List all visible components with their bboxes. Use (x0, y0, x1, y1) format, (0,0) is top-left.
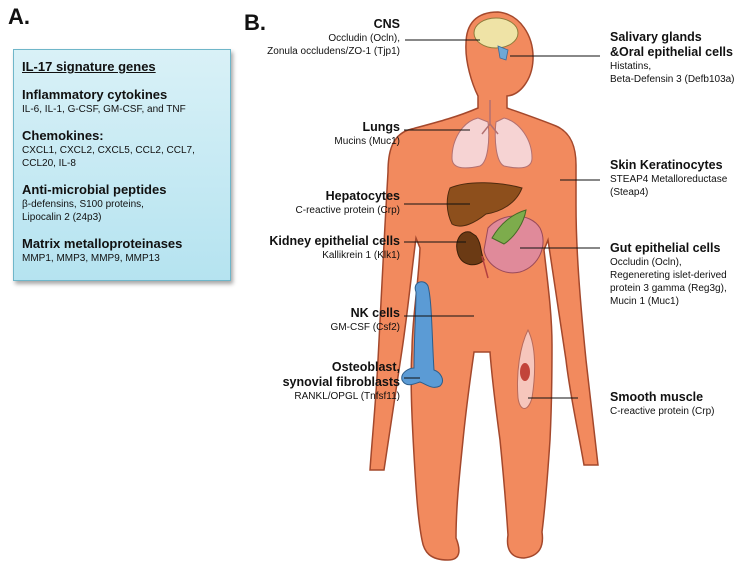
label-line: Occludin (Ocln), (610, 257, 682, 268)
label-heading: Gut epithelial cells (610, 241, 721, 255)
panel-b-letter: B. (244, 10, 266, 35)
label-line: GM-CSF (Csf2) (330, 322, 400, 333)
group-text-chemokines: CXCL1, CXCL2, CXCL5, CCL2, CCL7, CCL20, I… (22, 144, 222, 170)
label-lungs: Lungs Mucins (Muc1) (334, 120, 400, 148)
il17-signature-box: IL-17 signature genes Inflammatory cytok… (13, 49, 231, 281)
right-lung-shape (494, 117, 533, 169)
label-line: Zonula occludens/ZO-1 (Tjp1) (267, 46, 400, 57)
panel-a-letter: A. (8, 4, 30, 29)
liver-shape (446, 182, 523, 227)
group-line: CXCL1, CXCL2, CXCL5, CCL2, CCL7, (22, 145, 195, 156)
label-heading: Hepatocytes (325, 189, 400, 203)
group-text-peptides: β-defensins, S100 proteins, Lipocalin 2 (… (22, 198, 222, 224)
label-salivary: Salivary glands &Oral epithelial cells H… (610, 30, 735, 86)
label-line: C-reactive protein (Crp) (610, 406, 715, 417)
brain-stem (497, 45, 509, 61)
label-heading: Smooth muscle (610, 390, 704, 404)
group-heading-chemokines: Chemokines: (22, 128, 104, 143)
label-line: Mucin 1 (Muc1) (610, 296, 679, 307)
label-hepatocytes: Hepatocytes C-reactive protein (Crp) (296, 189, 400, 217)
label-heading: Skin Keratinocytes (610, 158, 723, 172)
femur-shape (401, 281, 443, 388)
label-smooth-muscle: Smooth muscle C-reactive protein (Crp) (610, 390, 714, 418)
leader-lines (404, 39, 600, 399)
label-heading: synovial fibroblasts (282, 375, 400, 389)
ureter-shape (481, 255, 489, 279)
label-heading: &Oral epithelial cells (610, 45, 733, 59)
label-kidney: Kidney epithelial cells Kallikrein 1 (Kl… (269, 234, 400, 262)
label-line: Mucins (Muc1) (334, 136, 400, 147)
trachea-shape (481, 100, 499, 135)
kidney-shape (456, 231, 485, 266)
signature-title: IL-17 signature genes (22, 59, 156, 74)
group-line: MMP1, MMP3, MMP9, MMP13 (22, 253, 160, 264)
brain-shape (473, 17, 519, 49)
group-heading-cytokines: Inflammatory cytokines (22, 87, 168, 102)
label-heading: Kidney epithelial cells (269, 234, 400, 248)
group-text-mmp: MMP1, MMP3, MMP9, MMP13 (22, 252, 222, 265)
group-line: β-defensins, S100 proteins, (22, 199, 144, 210)
label-gut: Gut epithelial cells Occludin (Ocln), Re… (610, 241, 727, 308)
label-line: C-reactive protein (Crp) (295, 205, 400, 216)
label-line: Kallikrein 1 (Klk1) (322, 250, 400, 261)
group-line: CCL20, IL-8 (22, 158, 76, 169)
label-osteoblast: Osteoblast, synovial fibroblasts RANKL/O… (283, 360, 400, 403)
label-skin: Skin Keratinocytes STEAP4 Metalloreducta… (610, 158, 727, 199)
label-line: Beta-Defensin 3 (Defb103a) (610, 74, 735, 85)
label-heading: Salivary glands (610, 30, 702, 44)
label-heading: CNS (373, 17, 400, 31)
label-line: (Steap4) (610, 187, 649, 198)
body-silhouette (369, 11, 599, 561)
label-cns: CNS Occludin (Ocln), Zonula occludens/ZO… (267, 17, 400, 58)
gallbladder-shape (491, 209, 527, 245)
label-heading: NK cells (350, 306, 400, 320)
muscle-nucleus (520, 363, 530, 381)
label-heading: Lungs (362, 120, 401, 134)
label-line: STEAP4 Metalloreductase (610, 174, 728, 185)
group-line: Lipocalin 2 (24p3) (22, 212, 102, 223)
group-heading-peptides: Anti-microbial peptides (22, 182, 167, 197)
label-line: Histatins, (610, 61, 652, 72)
label-line: RANKL/OPGL (Tnfsf11) (294, 391, 400, 402)
group-line: IL-6, IL-1, G-CSF, GM-CSF, and TNF (22, 104, 186, 115)
label-nk: NK cells GM-CSF (Csf2) (331, 306, 400, 334)
label-line: protein 3 gamma (Reg3g), (610, 283, 727, 294)
label-line: Occludin (Ocln), (328, 33, 400, 44)
label-heading: Osteoblast, (331, 360, 400, 374)
label-line: Regenereting islet-derived (610, 270, 727, 281)
group-heading-mmp: Matrix metalloproteinases (22, 236, 183, 251)
group-text-cytokines: IL-6, IL-1, G-CSF, GM-CSF, and TNF (22, 103, 222, 116)
